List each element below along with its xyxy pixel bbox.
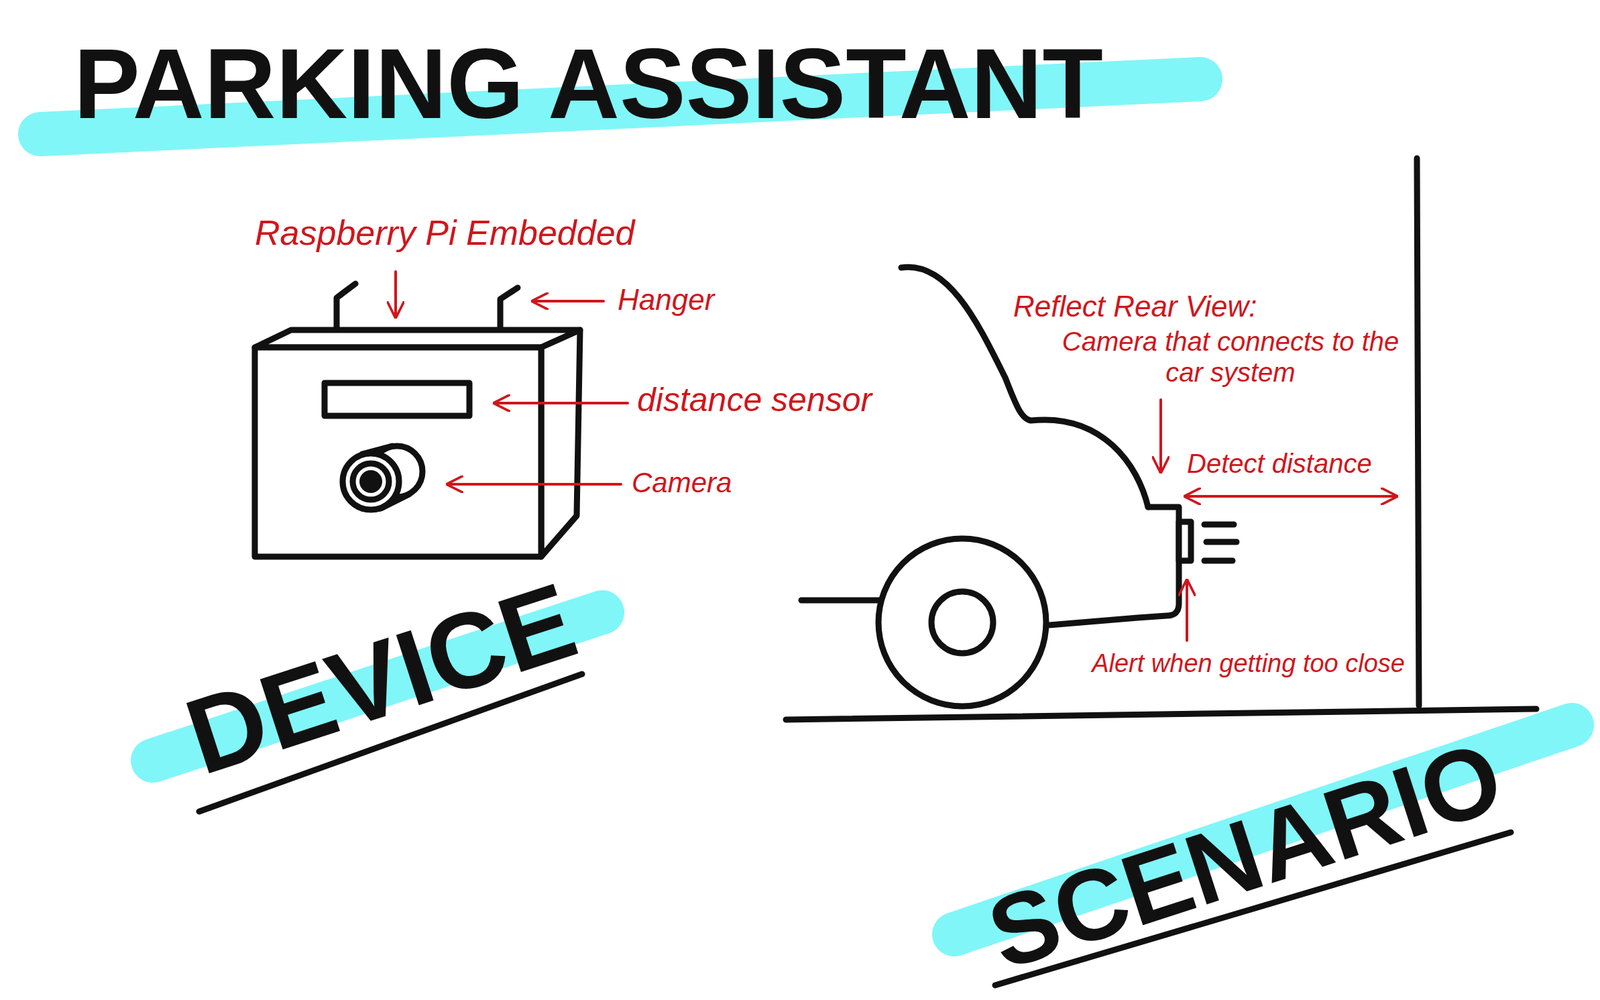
- note-label: Reflect Rear View:: [1013, 289, 1258, 324]
- leader-arrow: [533, 299, 604, 303]
- car-body: [801, 597, 880, 604]
- distance-arrow: [1185, 494, 1397, 498]
- note-label: Detect distance: [1186, 447, 1373, 479]
- part-label: Camera: [631, 466, 732, 499]
- box-front: [254, 347, 542, 557]
- wall-line: [1416, 158, 1419, 706]
- car-wheel: [878, 538, 1047, 707]
- box-side: [541, 329, 581, 557]
- car-bumper: [1049, 506, 1179, 625]
- leader-arrow: [1159, 399, 1163, 472]
- section-heading: SCENARIO: [977, 724, 1513, 985]
- signal-wave: [1204, 521, 1234, 528]
- camera-lens: [342, 453, 399, 510]
- camera-lens: [352, 463, 389, 500]
- part-label: distance sensor: [637, 380, 872, 420]
- part-label: Hanger: [617, 282, 715, 318]
- device-drawing: [254, 283, 581, 557]
- sensor-window: [324, 382, 470, 416]
- scenario-drawing: [785, 158, 1537, 720]
- camera-lens: [359, 470, 383, 493]
- mounted-device: [1178, 521, 1191, 561]
- leader-arrow: [447, 482, 621, 486]
- leader-arrow: [1185, 580, 1189, 641]
- leader-arrow: [494, 401, 628, 405]
- signal-wave: [1206, 539, 1237, 546]
- signal-wave: [1204, 557, 1233, 564]
- car-wheel-hub: [931, 591, 994, 654]
- part-label: Raspberry Pi Embedded: [254, 213, 636, 254]
- leader-arrow: [394, 271, 397, 317]
- note-label: Alert when getting too close: [1091, 649, 1405, 679]
- ground-line: [785, 708, 1537, 720]
- note-label: Camera that connects to the car system: [1056, 325, 1405, 388]
- section-heading: DEVICE: [174, 565, 588, 792]
- title: PARKING ASSISTANT: [73, 26, 1104, 141]
